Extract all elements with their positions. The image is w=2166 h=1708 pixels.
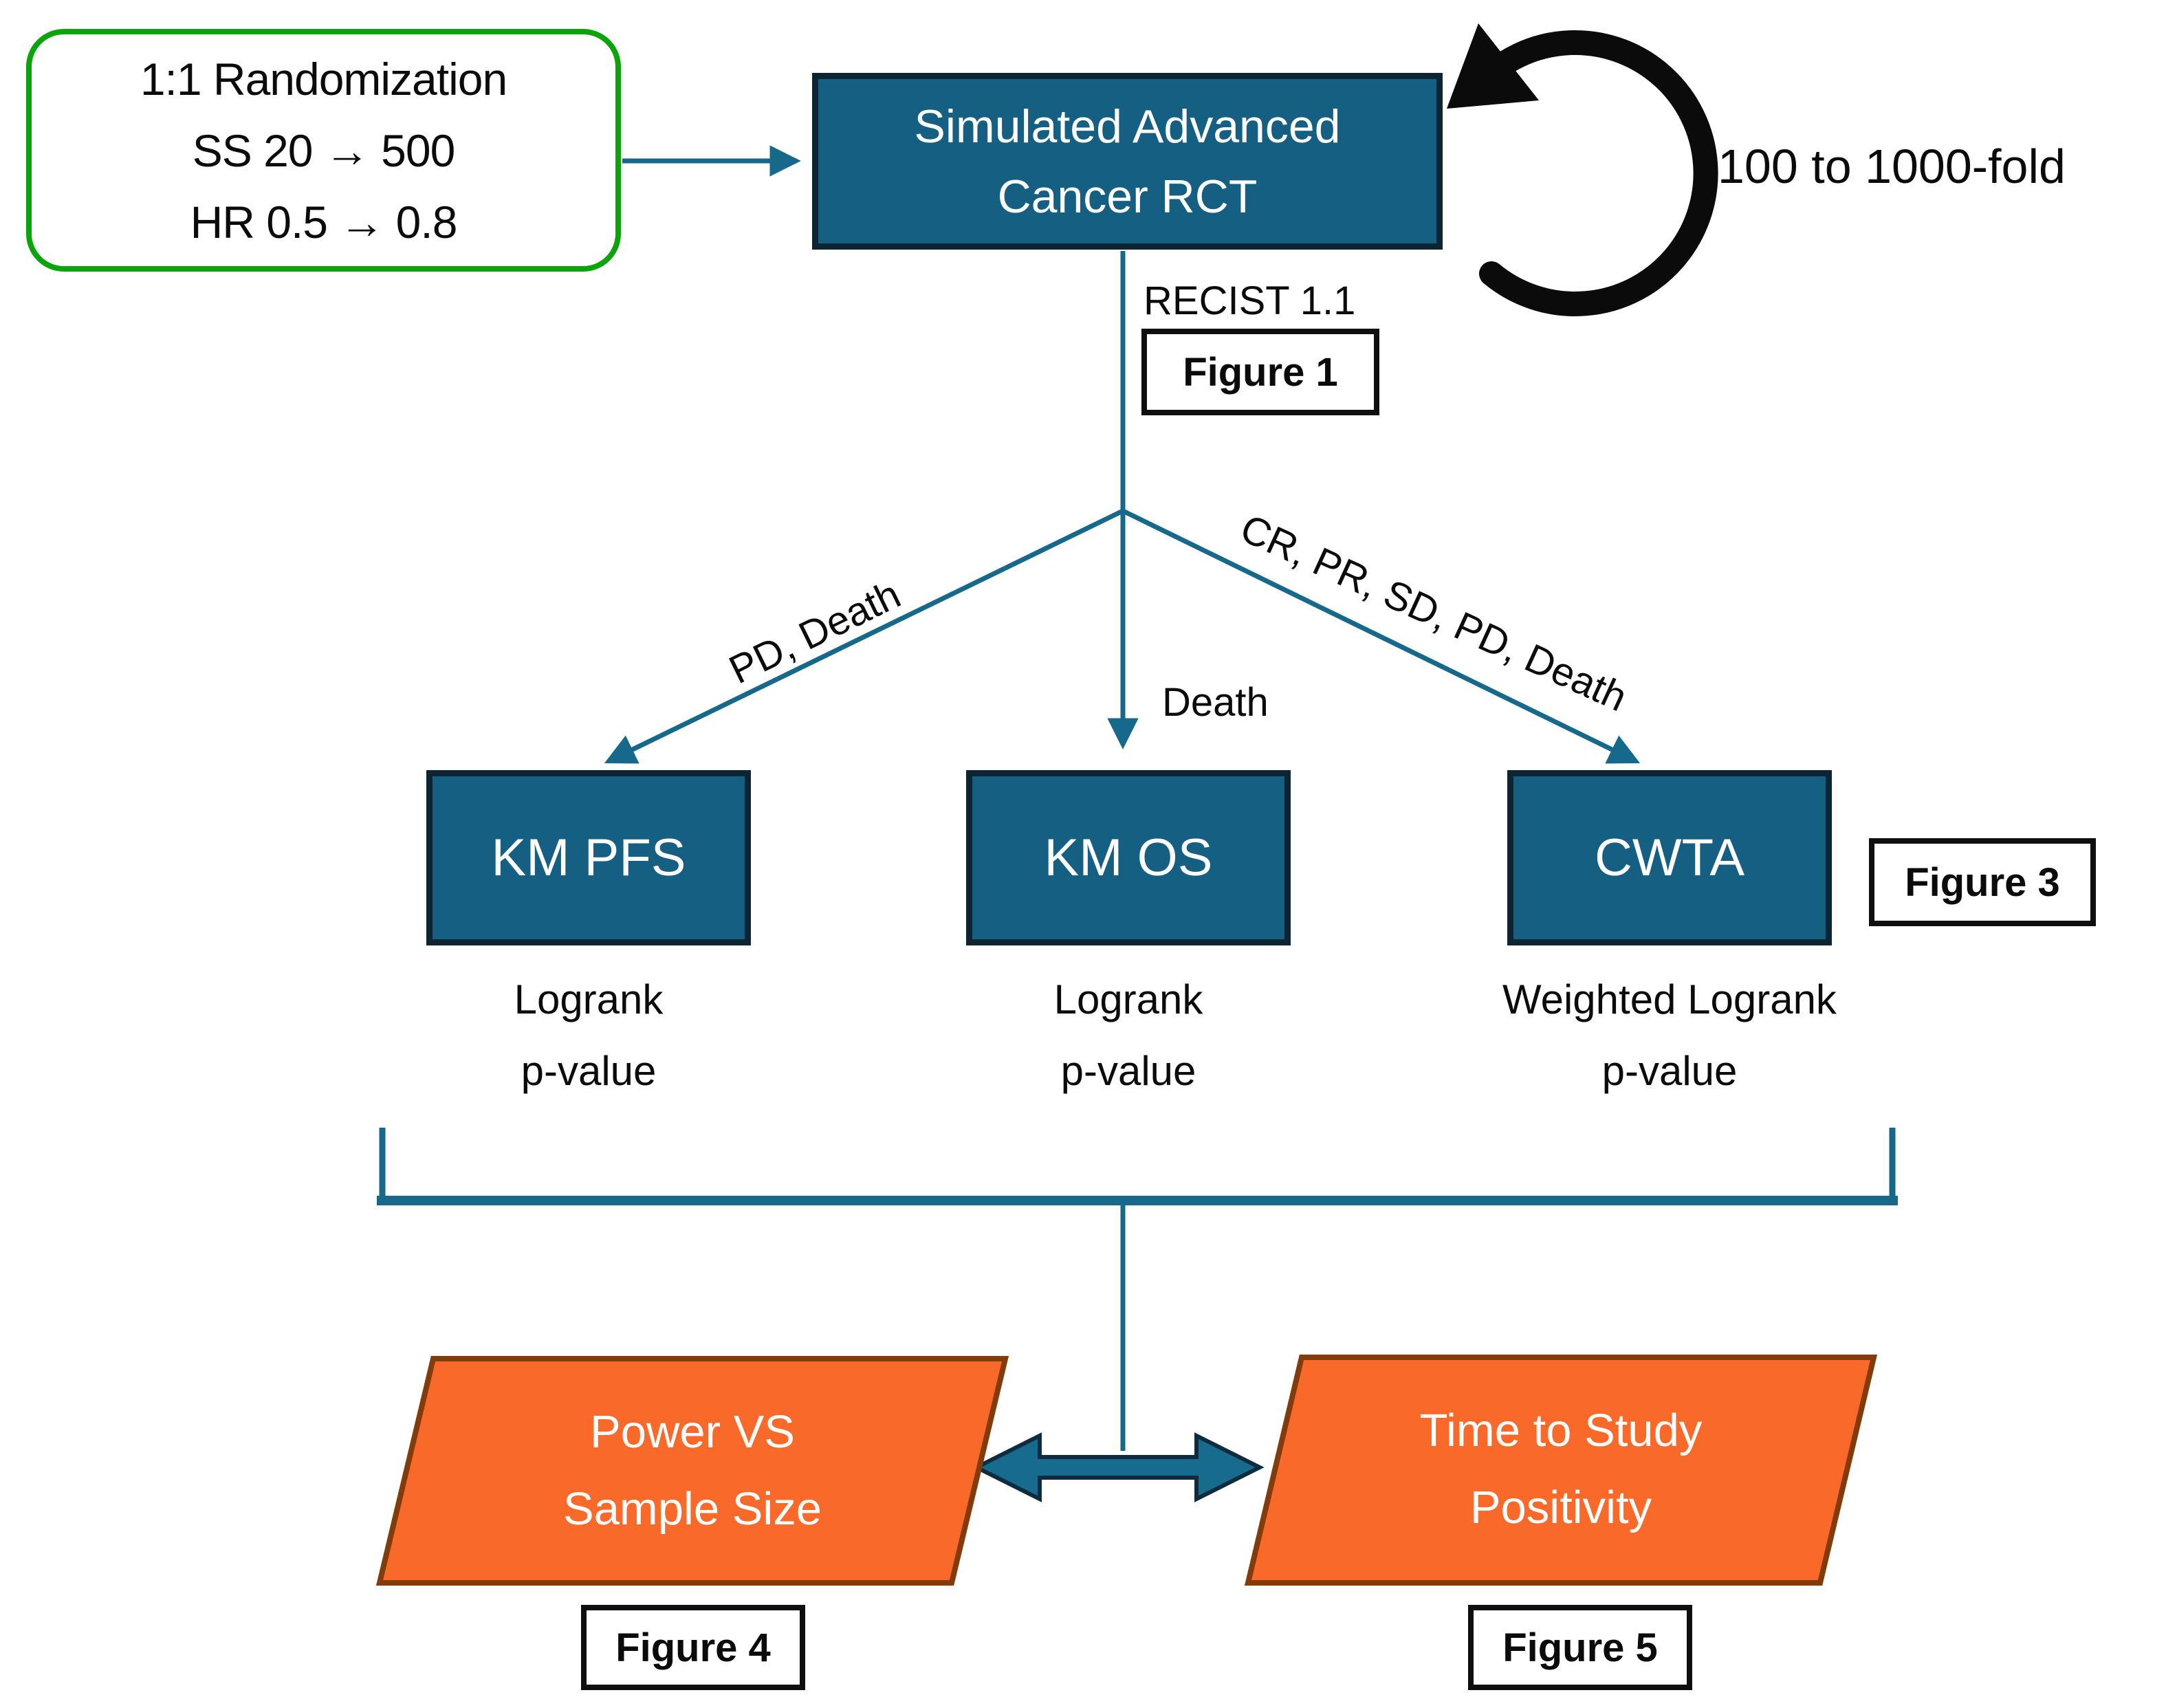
cwta-caption-line-1: Weighted Logrank xyxy=(1502,976,1837,1022)
params-line-3: HR 0.5 → 0.8 xyxy=(190,196,458,248)
branch-arrow-left xyxy=(604,508,1124,764)
km-os-box: KM OS xyxy=(966,770,1291,945)
km-os-title: KM OS xyxy=(1044,829,1213,887)
double-headed-arrow xyxy=(972,1432,1265,1502)
km-pfs-caption-line-2: p-value xyxy=(521,1048,657,1094)
branch-label-death: Death xyxy=(1162,680,1269,725)
figure-1-label: Figure 1 xyxy=(1141,329,1379,415)
simulated-rct-box: Simulated Advanced Cancer RCT xyxy=(812,73,1443,250)
figure-3-label: Figure 3 xyxy=(1869,838,2096,926)
time-line-1: Time to Study xyxy=(1419,1405,1703,1456)
time-line-2: Positivity xyxy=(1469,1482,1652,1533)
km-pfs-caption-line-1: Logrank xyxy=(514,976,664,1022)
figure-5-label: Figure 5 xyxy=(1468,1605,1692,1690)
cwta-box: CWTA xyxy=(1507,770,1832,945)
params-line-2: SS 20 → 500 xyxy=(192,124,456,176)
loop-count-label: 100 to 1000-fold xyxy=(1718,140,2066,193)
km-pfs-caption: Logrank p-value xyxy=(348,964,829,1107)
loop-arrow-icon xyxy=(1447,23,1718,316)
km-pfs-title: KM PFS xyxy=(491,829,686,887)
cwta-caption-line-2: p-value xyxy=(1601,1048,1738,1094)
km-os-caption-line-2: p-value xyxy=(1060,1048,1196,1094)
bracket xyxy=(377,1128,1898,1451)
branch-arrow-right xyxy=(1122,508,1641,764)
parallelogram-power-vs-sample-size xyxy=(375,1356,1009,1586)
parallelogram-time-to-study-positivity xyxy=(1244,1355,1878,1586)
cwta-title: CWTA xyxy=(1594,829,1745,887)
rct-line-1: Simulated Advanced xyxy=(914,100,1341,153)
km-os-caption: Logrank p-value xyxy=(888,964,1369,1107)
cwta-caption: Weighted Logrank p-value xyxy=(1429,964,1910,1107)
rct-line-2: Cancer RCT xyxy=(997,170,1258,223)
power-line-2: Sample Size xyxy=(562,1483,822,1535)
randomization-params-box: 1:1 Randomization SS 20 → 500 HR 0.5 → 0… xyxy=(26,29,621,272)
recist-label: RECIST 1.1 xyxy=(1144,278,1356,323)
figure-4-label: Figure 4 xyxy=(581,1605,805,1690)
time-to-study-positivity-text: Time to Study Positivity xyxy=(1320,1392,1802,1546)
power-vs-sample-size-text: Power VS Sample Size xyxy=(452,1394,933,1548)
km-os-caption-line-1: Logrank xyxy=(1053,976,1203,1022)
params-line-1: 1:1 Randomization xyxy=(140,53,507,105)
km-pfs-box: KM PFS xyxy=(426,770,751,945)
power-line-1: Power VS xyxy=(590,1406,795,1458)
